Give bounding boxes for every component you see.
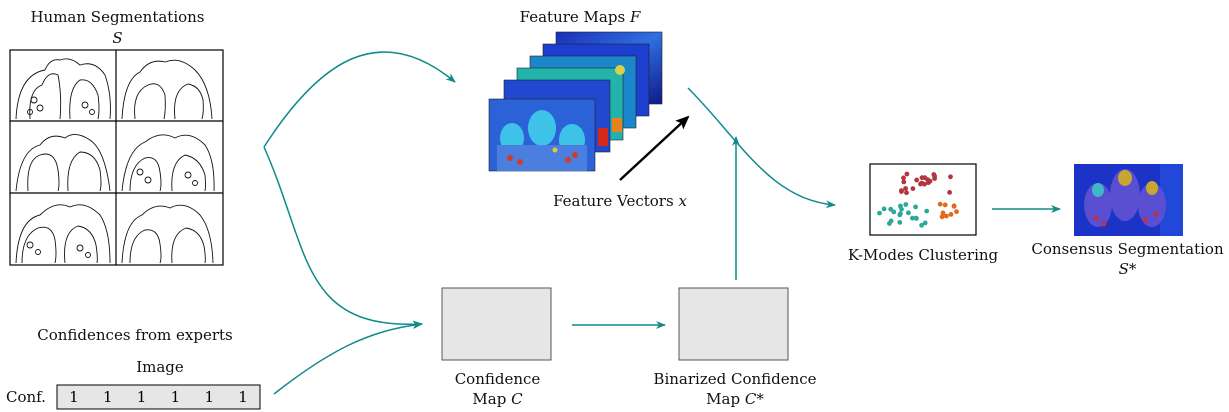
cluster-point bbox=[925, 177, 930, 183]
cluster-point bbox=[898, 203, 903, 209]
conf-row-label: Conf. bbox=[6, 388, 46, 406]
arrow-conf-to-confidence-map bbox=[273, 321, 423, 395]
cluster-point bbox=[932, 176, 937, 182]
confidence-map-line1: Confidence bbox=[454, 370, 541, 388]
arrow-to-kmodes bbox=[687, 87, 836, 209]
confidence-value: 1 bbox=[204, 388, 214, 406]
cluster-point bbox=[922, 220, 928, 226]
cluster-point bbox=[910, 186, 916, 192]
cluster-point bbox=[891, 209, 897, 215]
cluster-point bbox=[898, 211, 903, 217]
feature-vectors-label: Feature Vectors x bbox=[553, 192, 687, 210]
feature-maps-title: Feature Maps F bbox=[519, 8, 641, 26]
cluster-point bbox=[942, 202, 948, 208]
cluster-point bbox=[940, 210, 946, 216]
cluster-point bbox=[904, 190, 909, 196]
confidence-row-box bbox=[56, 384, 261, 410]
cluster-point bbox=[881, 206, 887, 212]
consensus-symbol: S* bbox=[1118, 260, 1137, 278]
cluster-point bbox=[910, 215, 915, 221]
arrow-to-feature-maps bbox=[263, 51, 456, 148]
human-segmentations-title: Human Segmentations bbox=[30, 8, 205, 26]
cluster-point bbox=[924, 208, 930, 214]
cluster-point bbox=[901, 175, 906, 181]
confidence-value: 1 bbox=[69, 388, 79, 406]
cluster-point bbox=[913, 204, 918, 210]
cluster-point bbox=[947, 190, 952, 195]
cluster-point bbox=[948, 212, 954, 217]
cluster-point bbox=[903, 186, 908, 191]
cluster-point bbox=[944, 213, 949, 219]
confidence-map-line2: Map C bbox=[472, 390, 523, 408]
feature-maps-stack bbox=[488, 31, 663, 172]
cluster-point bbox=[877, 210, 882, 216]
human-segmentations-grid bbox=[9, 49, 224, 266]
confidence-map-placeholder bbox=[441, 287, 552, 361]
cluster-point bbox=[919, 175, 925, 181]
cluster-point bbox=[919, 222, 924, 228]
arrow-segmentations-to-confidence bbox=[263, 146, 423, 329]
binarized-map-placeholder bbox=[678, 287, 789, 361]
cluster-point bbox=[913, 215, 919, 221]
cluster-point bbox=[899, 189, 904, 194]
cluster-point bbox=[901, 179, 907, 185]
cluster-point bbox=[918, 181, 923, 187]
cluster-point bbox=[954, 209, 959, 215]
confidence-value: 1 bbox=[170, 388, 181, 406]
confidence-value: 1 bbox=[238, 388, 248, 406]
cluster-point bbox=[903, 202, 909, 207]
binarized-map-line1: Binarized Confidence bbox=[653, 370, 817, 388]
consensus-title: Consensus Segmentation bbox=[1031, 240, 1224, 258]
cluster-point bbox=[904, 171, 910, 177]
confidence-value: 1 bbox=[136, 388, 147, 406]
cluster-point bbox=[951, 204, 957, 209]
cluster-point bbox=[937, 201, 943, 207]
confidence-value: 1 bbox=[102, 388, 113, 406]
human-segmentations-symbol: S bbox=[112, 29, 123, 47]
cluster-point bbox=[914, 177, 920, 183]
consensus-image bbox=[1074, 164, 1183, 236]
confidences-title: Confidences from experts bbox=[37, 326, 233, 344]
feature-vectors-arrow bbox=[619, 115, 690, 181]
cluster-point bbox=[948, 174, 953, 180]
confidence-values-row: 1 1 1 1 1 1 bbox=[57, 386, 260, 408]
kmodes-label: K-Modes Clustering bbox=[847, 246, 999, 264]
cluster-point bbox=[888, 218, 894, 224]
cluster-point bbox=[897, 220, 903, 225]
binarized-map-line2: Map C* bbox=[706, 390, 764, 408]
image-label: Image bbox=[136, 358, 184, 376]
front-feature-map-figures bbox=[497, 110, 587, 171]
kmodes-scatter bbox=[877, 171, 959, 228]
cluster-point bbox=[906, 210, 911, 216]
cluster-point bbox=[888, 206, 894, 212]
cluster-point bbox=[939, 214, 945, 220]
